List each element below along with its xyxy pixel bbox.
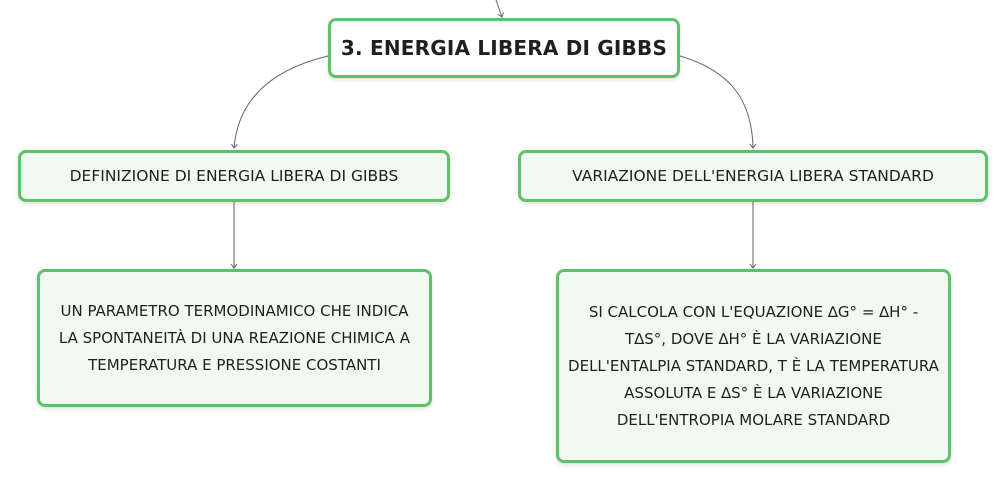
detail-node-definition-text: UN PARAMETRO TERMODINAMICO CHE INDICA LA… (58, 301, 411, 374)
branch-node-definition[interactable]: DEFINIZIONE DI ENERGIA LIBERA DI GIBBS (18, 150, 450, 202)
connector-incoming-root (495, 0, 502, 17)
detail-node-variation-text: SI CALCOLA CON L'EQUAZIONE ∆G° = ∆H° - T… (568, 302, 939, 429)
detail-node-definition[interactable]: UN PARAMETRO TERMODINAMICO CHE INDICA LA… (37, 269, 432, 407)
branch-node-variation[interactable]: VARIAZIONE DELL'ENERGIA LIBERA STANDARD (518, 150, 988, 202)
branch-node-variation-label: VARIAZIONE DELL'ENERGIA LIBERA STANDARD (572, 167, 934, 185)
connector-root-to-definition (234, 55, 329, 148)
detail-node-variation[interactable]: SI CALCOLA CON L'EQUAZIONE ∆G° = ∆H° - T… (556, 269, 951, 463)
root-node[interactable]: 3. ENERGIA LIBERA DI GIBBS (328, 18, 680, 78)
branch-node-definition-label: DEFINIZIONE DI ENERGIA LIBERA DI GIBBS (69, 167, 399, 185)
root-node-label: 3. ENERGIA LIBERA DI GIBBS (340, 36, 668, 60)
connector-root-to-variation (679, 55, 753, 148)
